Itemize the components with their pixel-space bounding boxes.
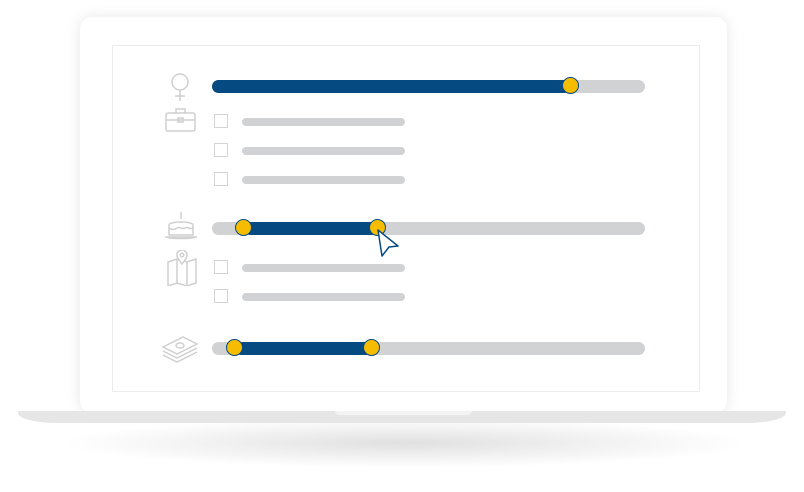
laptop-shadow [60, 418, 750, 468]
female-slider[interactable] [212, 77, 645, 94]
laptop-base [18, 411, 786, 423]
money-stack-icon [161, 334, 199, 364]
female-slider-thumb[interactable] [562, 77, 580, 94]
age-range-min-thumb[interactable] [235, 219, 253, 236]
female-icon [168, 72, 192, 102]
checkbox[interactable] [214, 143, 228, 157]
age-range-fill [244, 222, 378, 235]
checkbox[interactable] [214, 114, 228, 128]
option-label-placeholder [242, 176, 405, 184]
income-range-max-thumb[interactable] [363, 339, 381, 356]
birthday-cake-icon [164, 211, 198, 241]
female-slider-fill [212, 80, 572, 93]
option-label-placeholder [242, 264, 405, 272]
age-range-max-thumb[interactable] [368, 219, 386, 236]
laptop-screen [112, 45, 700, 392]
income-range-fill [234, 342, 373, 355]
checkbox[interactable] [214, 172, 228, 186]
pointer-arrow-icon [375, 228, 401, 258]
laptop-notch [335, 411, 472, 415]
option-label-placeholder [242, 147, 405, 155]
checkbox[interactable] [214, 289, 228, 303]
option-label-placeholder [242, 118, 405, 126]
age-range-slider[interactable] [212, 219, 645, 236]
option-label-placeholder [242, 293, 405, 301]
map-pin-icon [167, 250, 197, 286]
income-range-min-thumb[interactable] [225, 339, 243, 356]
checkbox[interactable] [214, 260, 228, 274]
income-range-slider[interactable] [212, 339, 645, 356]
briefcase-icon [165, 107, 197, 133]
